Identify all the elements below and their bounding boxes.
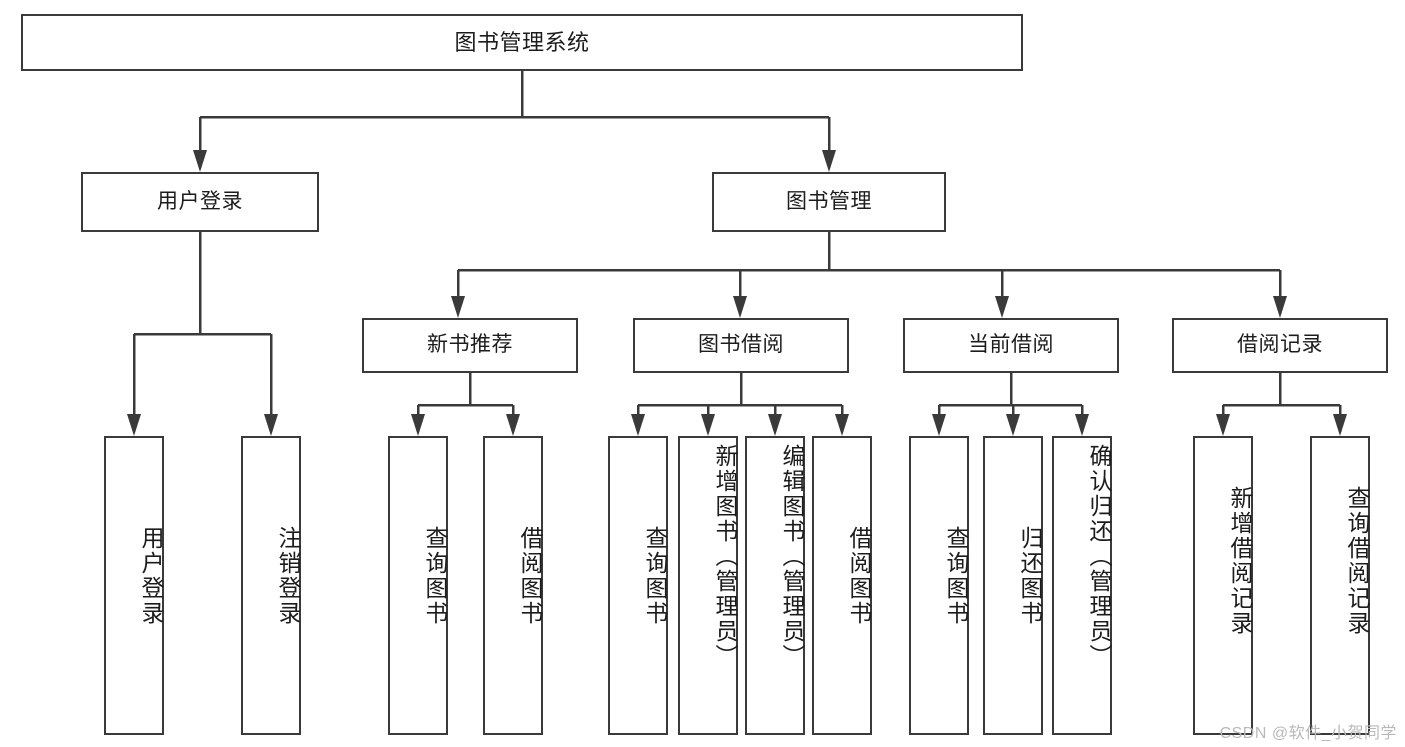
node-leaf-query-book-current[interactable]: 查询图书 (909, 436, 969, 735)
arrowhead-leaf-query-book-current (932, 414, 946, 436)
arrowhead-leaf-return-book (1006, 414, 1020, 436)
arrowhead-current-borrow (995, 296, 1009, 318)
node-label: 新增图书（管理员） (712, 444, 738, 669)
node-label: 借阅图书 (846, 526, 872, 626)
node-label: 编辑图书（管理员） (779, 444, 805, 669)
node-leaf-edit-book-admin[interactable]: 编辑图书（管理员） (745, 436, 805, 735)
node-leaf-confirm-return-admin[interactable]: 确认归还（管理员） (1052, 436, 1112, 735)
arrowhead-leaf-query-book-recommend (411, 414, 425, 436)
node-label: 图书管理系统 (454, 29, 590, 55)
node-label: 查询图书 (422, 526, 448, 626)
node-leaf-add-book-admin[interactable]: 新增图书（管理员） (678, 436, 738, 735)
node-leaf-query-borrow-record[interactable]: 查询借阅记录 (1310, 436, 1370, 735)
arrowhead-leaf-add-book-admin (701, 414, 715, 436)
node-root[interactable]: 图书管理系统 (21, 14, 1023, 71)
arrowhead-leaf-user-login (127, 414, 141, 436)
node-leaf-return-book[interactable]: 归还图书 (983, 436, 1043, 735)
node-leaf-user-logout[interactable]: 注销登录 (241, 436, 301, 735)
node-label: 图书管理 (786, 189, 872, 213)
node-borrow-record[interactable]: 借阅记录 (1172, 318, 1388, 373)
node-leaf-add-borrow-record[interactable]: 新增借阅记录 (1193, 436, 1253, 735)
arrowhead-book-manage (822, 150, 836, 172)
node-leaf-query-book-recommend[interactable]: 查询图书 (388, 436, 448, 735)
node-label: 当前借阅 (968, 333, 1054, 357)
node-label: 新增借阅记录 (1227, 486, 1253, 636)
node-leaf-user-login[interactable]: 用户登录 (104, 436, 164, 735)
arrowhead-leaf-query-book-borrow (631, 414, 645, 436)
node-book-manage[interactable]: 图书管理 (712, 172, 946, 232)
node-label: 确认归还（管理员） (1086, 444, 1112, 669)
node-label: 查询图书 (943, 526, 969, 626)
node-label: 用户登录 (157, 189, 243, 213)
arrowhead-book-borrow (733, 296, 747, 318)
node-label: 图书借阅 (698, 333, 784, 357)
node-label: 借阅记录 (1237, 333, 1323, 357)
node-label: 用户登录 (138, 526, 164, 626)
arrowhead-leaf-user-logout (264, 414, 278, 436)
node-user-login[interactable]: 用户登录 (81, 172, 319, 232)
arrowhead-leaf-add-borrow-record (1216, 414, 1230, 436)
node-leaf-borrow-book[interactable]: 借阅图书 (812, 436, 872, 735)
node-leaf-query-book-borrow[interactable]: 查询图书 (608, 436, 668, 735)
node-label: 查询图书 (642, 526, 668, 626)
arrowhead-leaf-query-borrow-record (1333, 414, 1347, 436)
arrowhead-leaf-edit-book-admin (768, 414, 782, 436)
arrowhead-leaf-borrow-book (835, 414, 849, 436)
watermark: CSDN @软件_小贺同学 (1219, 725, 1397, 742)
node-book-borrow[interactable]: 图书借阅 (633, 318, 849, 373)
node-label: 借阅图书 (517, 526, 543, 626)
node-label: 新书推荐 (427, 333, 513, 357)
arrowhead-borrow-record (1273, 296, 1287, 318)
arrowhead-leaf-borrow-book-recommend (506, 414, 520, 436)
arrowhead-leaf-confirm-return-admin (1075, 414, 1089, 436)
node-label: 归还图书 (1017, 526, 1043, 626)
node-label: 注销登录 (275, 526, 301, 626)
node-leaf-borrow-book-recommend[interactable]: 借阅图书 (483, 436, 543, 735)
node-current-borrow[interactable]: 当前借阅 (903, 318, 1119, 373)
arrowhead-new-book-recommend (451, 296, 465, 318)
arrowhead-user-login (193, 150, 207, 172)
node-new-book-recommend[interactable]: 新书推荐 (362, 318, 578, 373)
node-label: 查询借阅记录 (1344, 486, 1370, 636)
